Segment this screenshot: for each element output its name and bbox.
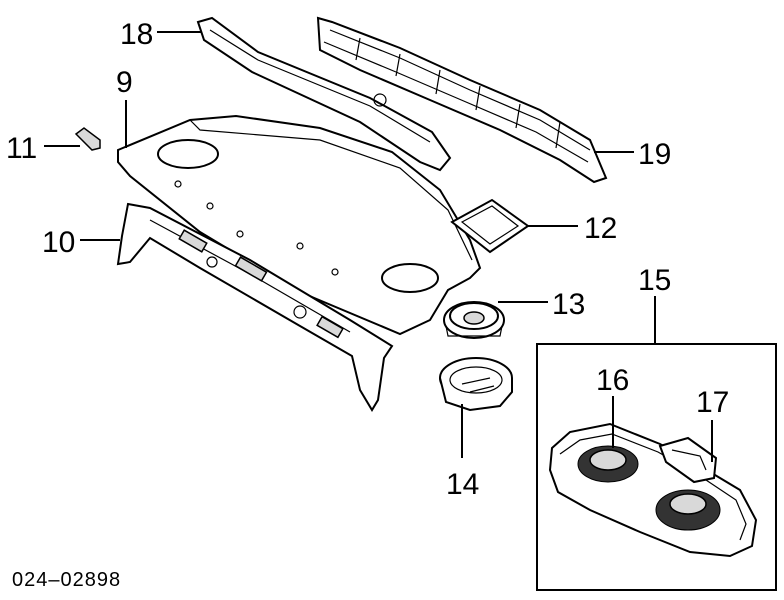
callout-11: 11	[6, 132, 37, 165]
part-13-speaker	[443, 301, 505, 339]
part-18-trim-strip	[196, 16, 452, 172]
part-11-clip	[74, 127, 101, 151]
callout-12: 12	[584, 212, 617, 245]
callout-18: 18	[120, 18, 153, 51]
callout-13: 13	[552, 288, 585, 321]
diagram-code: 024–02898	[12, 569, 121, 591]
callout-14: 14	[446, 468, 479, 501]
callout-15: 15	[638, 264, 671, 297]
part-14-speaker-housing	[439, 357, 513, 412]
callout-17: 17	[696, 386, 729, 419]
part-19-grille	[316, 16, 608, 184]
part-15-group-frame	[536, 343, 777, 591]
callout-9: 9	[116, 66, 133, 99]
part-9-parcel-shelf	[117, 114, 482, 336]
callout-10: 10	[42, 226, 75, 259]
callout-16: 16	[596, 364, 629, 397]
part-15-speaker-enclosure	[548, 422, 758, 558]
callouts: 18 9 11 10 12 13 19 14 15 16 17	[6, 18, 729, 501]
leader-lines	[44, 31, 713, 462]
callout-19: 19	[638, 138, 671, 171]
part-10-support-panel	[116, 202, 394, 412]
